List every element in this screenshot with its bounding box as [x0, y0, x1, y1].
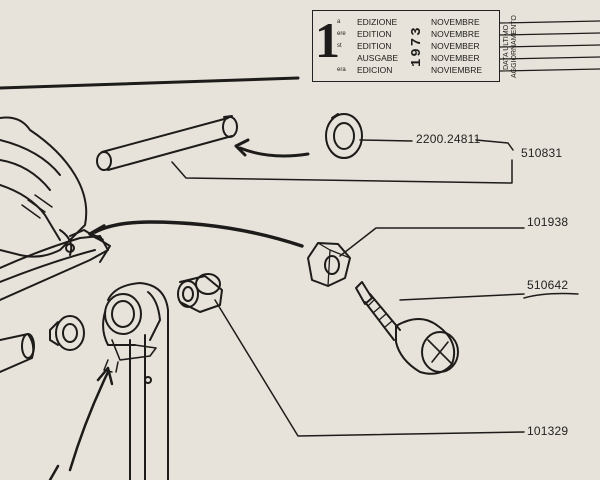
- part-number-2200-24811: 2200.24811: [416, 132, 481, 146]
- edition-month: NOVEMBRE: [431, 17, 480, 27]
- leader-2200-24811: [359, 139, 413, 142]
- edition-month: NOVEMBRE: [431, 29, 480, 39]
- adjusting-screw-510642: [355, 281, 459, 375]
- arrow-bracket: [68, 370, 110, 472]
- arrow-pin-insert: [238, 146, 310, 158]
- edition-ordinal: era: [337, 67, 346, 73]
- edition-box: 1 a ere st era EDIZIONE EDITION EDITION …: [312, 10, 518, 82]
- edition-ordinal: a: [337, 19, 341, 25]
- carburetor-body: [0, 116, 88, 258]
- last-update-label: DATA ULTIMO AGGIORNAMENTO: [503, 15, 518, 79]
- edition-month: NOVIEMBRE: [431, 65, 483, 75]
- edition-year: 1973: [409, 25, 425, 67]
- pin-510831: [96, 115, 238, 171]
- edition-language: EDICION: [357, 65, 393, 75]
- part-number-101938: 101938: [527, 215, 569, 229]
- lever-arm: [0, 229, 111, 301]
- header-rule: [0, 76, 300, 90]
- nut-101938: [307, 242, 351, 287]
- arrow-nut: [93, 220, 304, 248]
- leader-101938: [339, 227, 525, 257]
- spring-washer: [325, 113, 363, 159]
- part-number-510642: 510642: [527, 278, 569, 292]
- edition-language: EDITION: [357, 29, 392, 39]
- edition-language: AUSGABE: [357, 53, 399, 63]
- throttle-bracket: [102, 282, 169, 480]
- edition-ordinal: ere: [337, 31, 346, 37]
- part-number-510831: 510831: [521, 146, 563, 160]
- edition-month: NOVEMBER: [431, 41, 480, 51]
- leader-101329: [214, 299, 525, 437]
- bushing-101329: [177, 273, 223, 313]
- edition-ordinal: st: [337, 43, 342, 49]
- leader-510642: [399, 293, 525, 301]
- small-bushing: [49, 315, 85, 351]
- arrow-lower: [48, 464, 60, 480]
- leader-510831-top: [475, 139, 514, 151]
- edition-language: EDITION: [357, 41, 392, 51]
- edition-number: 1: [315, 12, 340, 68]
- shaft-stub: [0, 333, 35, 373]
- part-number-101329: 101329: [527, 424, 569, 438]
- leader-510831-bottom: [171, 159, 513, 184]
- edition-month: NOVEMBER: [431, 53, 480, 63]
- edition-language: EDIZIONE: [357, 17, 398, 27]
